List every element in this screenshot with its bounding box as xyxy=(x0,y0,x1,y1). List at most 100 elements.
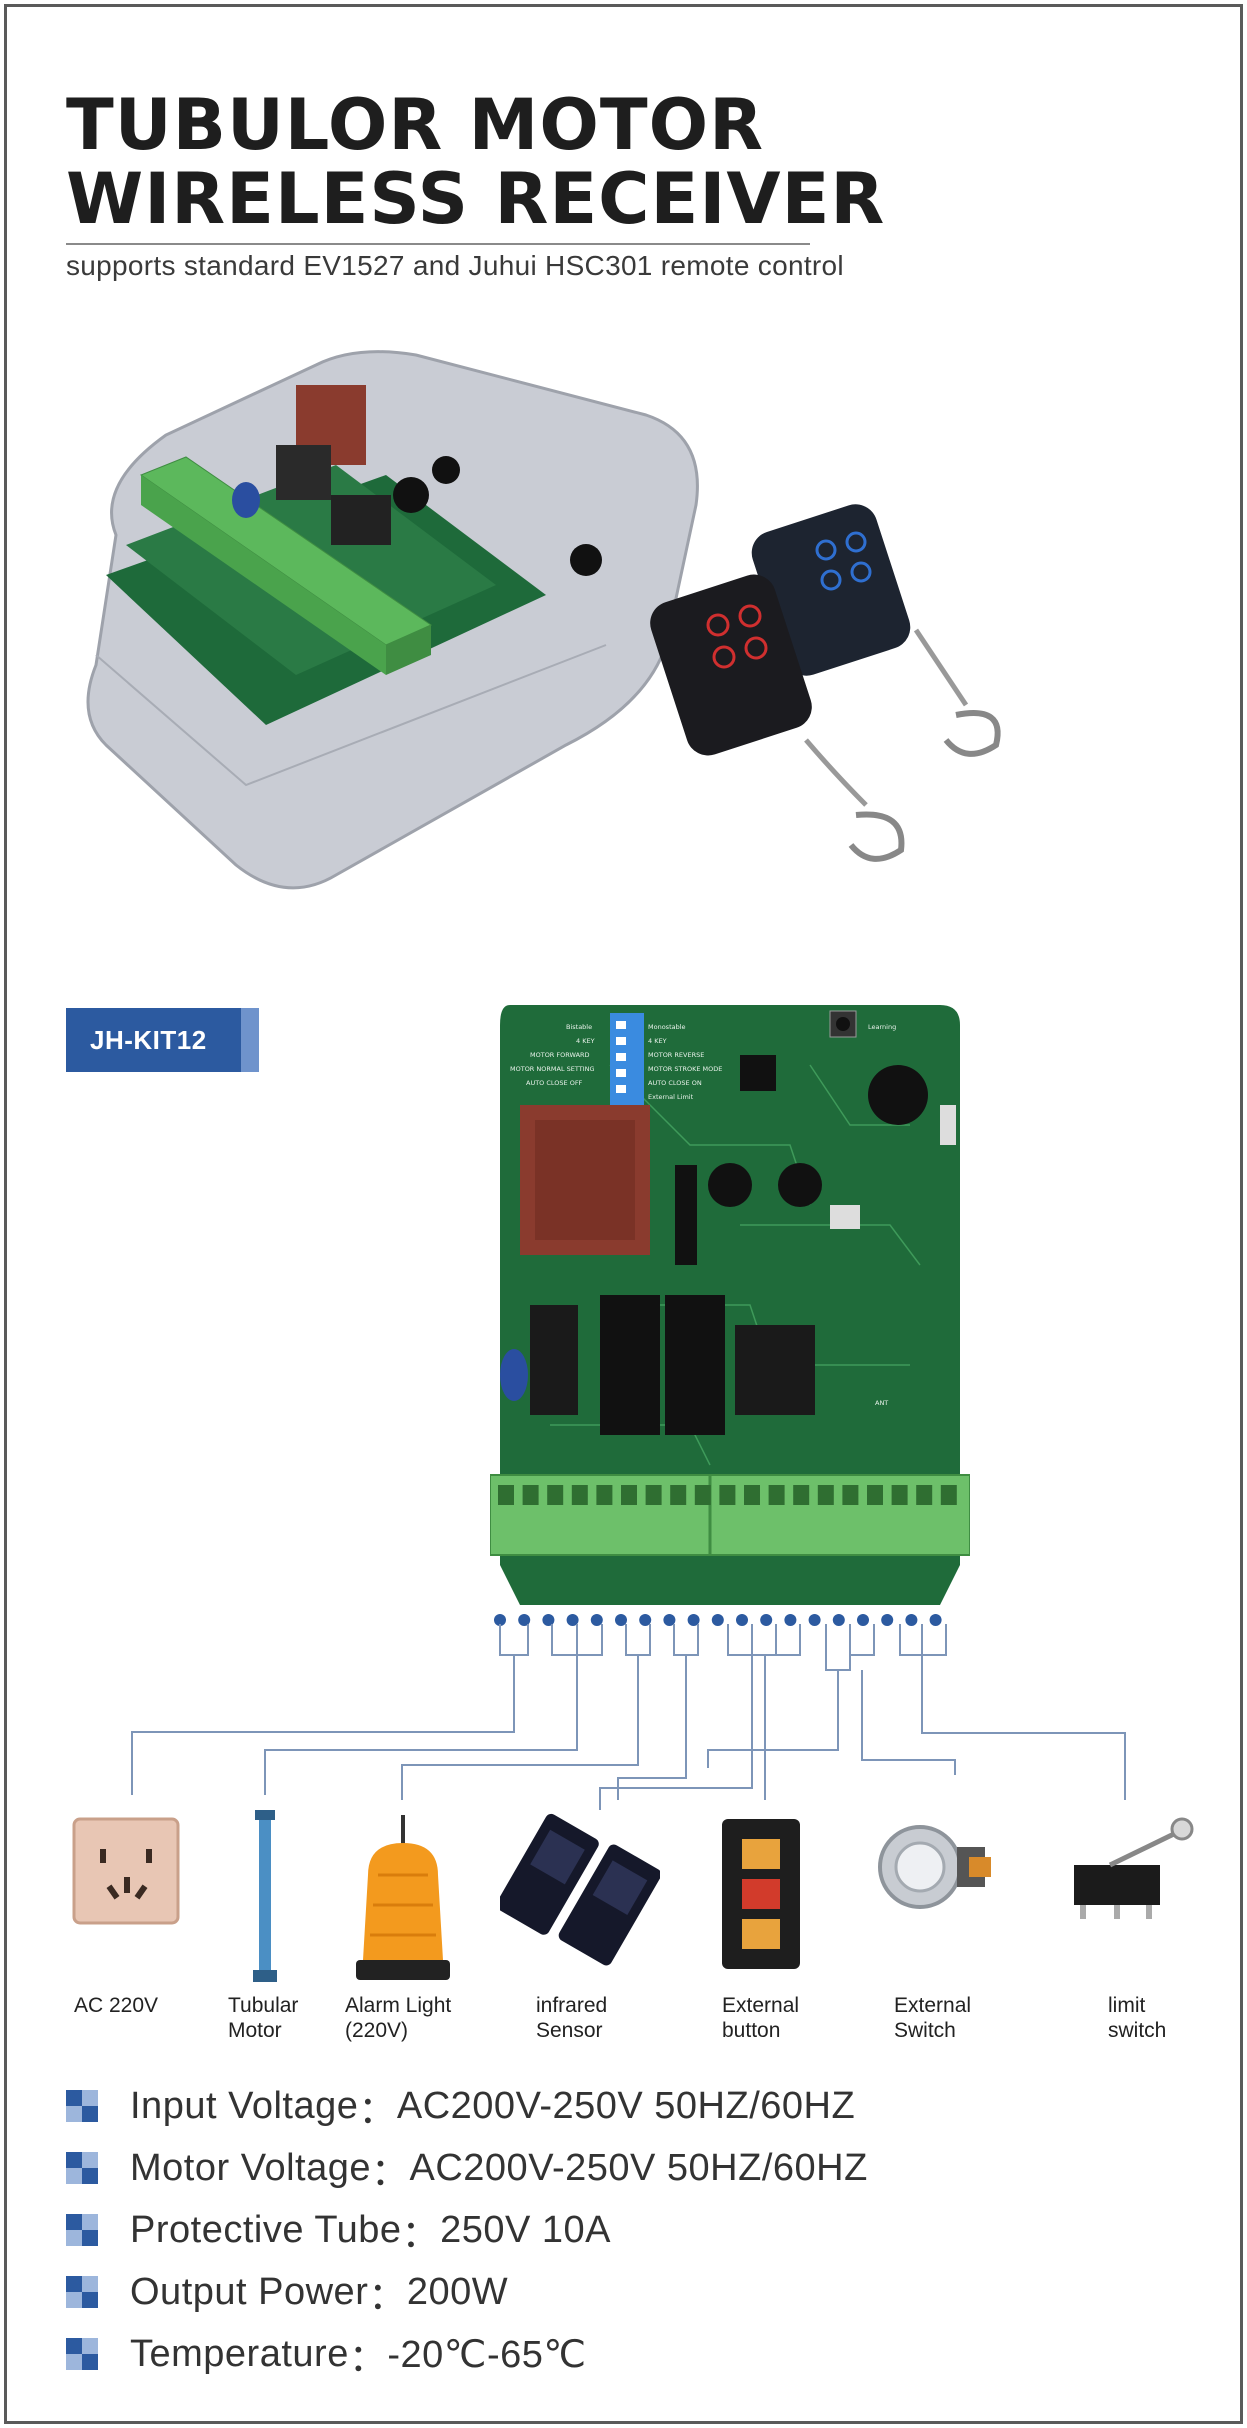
spec-list: Input Voltage：AC200V-250V 50HZ/60HZ Moto… xyxy=(66,2075,868,2385)
capacitor xyxy=(432,456,460,484)
spec-separator: ： xyxy=(358,2089,397,2132)
terminal-slots xyxy=(498,1485,957,1505)
wire-limit xyxy=(921,1655,1126,1800)
device-label-ac: AC 220V xyxy=(74,1994,159,2017)
capacitor xyxy=(708,1163,752,1207)
relay xyxy=(331,495,391,545)
terminal-pin xyxy=(711,1614,724,1626)
dip-label-left: Bistable xyxy=(566,1023,592,1031)
buzzer xyxy=(570,544,602,576)
infrared-sensor-icon xyxy=(500,1813,660,1966)
page-title: TUBULOR MOTOR WIRELESS RECEIVER xyxy=(66,88,885,236)
terminal-pin xyxy=(615,1614,627,1626)
spec-separator: ： xyxy=(370,2151,410,2194)
relay xyxy=(530,1305,578,1415)
device-label-alarm: Alarm Light (220V) xyxy=(345,1994,452,2042)
spec-item: Input Voltage：AC200V-250V 50HZ/60HZ xyxy=(66,2075,868,2137)
limit-switch-icon xyxy=(1074,1817,1194,1919)
spec-item: Output Power：200W xyxy=(66,2261,868,2323)
connector xyxy=(830,1205,860,1229)
terminal-pin xyxy=(639,1614,652,1626)
terminal-block xyxy=(139,456,433,675)
wire-motor xyxy=(551,1624,603,1656)
title-line-1: TUBULOR MOTOR xyxy=(66,84,764,166)
varistor xyxy=(232,482,260,518)
spec-value: 250V 10A xyxy=(440,2208,611,2251)
model-name: JH-KIT12 xyxy=(90,1025,207,1055)
terminal-pin xyxy=(687,1614,700,1626)
spec-separator: ： xyxy=(348,2337,388,2380)
terminal-pin xyxy=(736,1614,748,1626)
terminal-pin xyxy=(566,1614,579,1626)
dip-label-left: MOTOR FORWARD xyxy=(530,1051,590,1059)
terminal-slot xyxy=(645,1485,662,1505)
terminal-pin xyxy=(494,1614,506,1626)
dip-label-left: MOTOR NORMAL SETTING xyxy=(510,1065,595,1073)
terminal-pins xyxy=(494,1614,942,1626)
spec-separator: ： xyxy=(368,2275,407,2318)
terminal-pin xyxy=(832,1614,845,1626)
remote-control-blue xyxy=(751,504,1001,757)
dip-label-left: 4 KEY xyxy=(576,1037,595,1045)
relay xyxy=(735,1325,815,1415)
wire-button xyxy=(707,1670,839,1768)
terminal-pin xyxy=(760,1614,773,1626)
terminal-block xyxy=(490,1474,970,1556)
terminal-slot xyxy=(522,1485,539,1505)
dip-label-left: AUTO CLOSE OFF xyxy=(526,1079,583,1087)
spec-item: Temperature：-20℃-65℃ xyxy=(66,2323,868,2385)
terminal-slot xyxy=(719,1485,736,1505)
terminal-slot xyxy=(571,1485,588,1505)
terminal-pin xyxy=(808,1614,821,1626)
wire-limit xyxy=(899,1624,947,1656)
dip-label-right: MOTOR REVERSE xyxy=(648,1051,704,1059)
terminal-pin xyxy=(905,1614,918,1626)
alarm-light-icon xyxy=(356,1815,450,1980)
pcb-board: Bistable 4 KEY MOTOR FORWARD MOTOR NORMA… xyxy=(490,1005,970,1605)
wire-lines xyxy=(131,1624,1126,1810)
spec-value: AC200V-250V 50HZ/60HZ xyxy=(409,2146,868,2189)
mcu-chip xyxy=(740,1055,776,1091)
external-button-icon xyxy=(722,1819,800,1969)
wiring-diagram xyxy=(131,1614,1126,1810)
spec-label: Motor Voltage xyxy=(130,2146,371,2189)
terminal-pin xyxy=(542,1614,555,1626)
dip-label-right: MOTOR STROKE MODE xyxy=(648,1065,722,1073)
wire-sensor xyxy=(673,1624,699,1656)
terminal-slot xyxy=(768,1485,785,1505)
wire-sensor xyxy=(617,1655,687,1800)
terminal-slot xyxy=(694,1485,711,1505)
antenna-connector xyxy=(940,1105,956,1145)
bullet-icon xyxy=(66,2276,98,2308)
terminal-pin xyxy=(590,1614,603,1626)
terminal-slot xyxy=(916,1485,933,1505)
bullet-icon xyxy=(66,2338,98,2370)
dip-label-right: Monostable xyxy=(648,1023,686,1031)
terminal-slot xyxy=(670,1485,687,1505)
wire-motor xyxy=(264,1655,578,1795)
relay xyxy=(665,1295,725,1435)
remote-control-red xyxy=(650,574,905,862)
ant-label: ANT xyxy=(875,1399,888,1407)
dip-label-right: 4 KEY xyxy=(648,1037,667,1045)
tubular-motor-icon xyxy=(253,1810,277,1982)
learning-label: Learning xyxy=(868,1023,896,1031)
fuse-holder xyxy=(675,1165,697,1265)
device-label-switch: External Switch xyxy=(894,1994,972,2042)
wire-alarm xyxy=(625,1624,651,1656)
dip-label-right: External Limit xyxy=(648,1093,694,1101)
terminal-slot xyxy=(547,1485,564,1505)
terminal-slot xyxy=(793,1485,810,1505)
page-frame xyxy=(4,4,1243,2424)
spec-label: Output Power xyxy=(130,2270,369,2313)
wire-button xyxy=(825,1624,875,1671)
spec-label: Temperature xyxy=(130,2332,349,2375)
badge-accent xyxy=(241,1008,259,1072)
device-label-motor: Tubular Motor xyxy=(228,1994,299,2042)
device-label-limit: limit switch xyxy=(1108,1994,1167,2042)
wire-sensor-power xyxy=(599,1655,753,1810)
terminal-slot xyxy=(744,1485,760,1505)
relay xyxy=(600,1295,660,1435)
external-switch-icon xyxy=(878,1825,991,1909)
terminal-slot xyxy=(891,1485,908,1505)
